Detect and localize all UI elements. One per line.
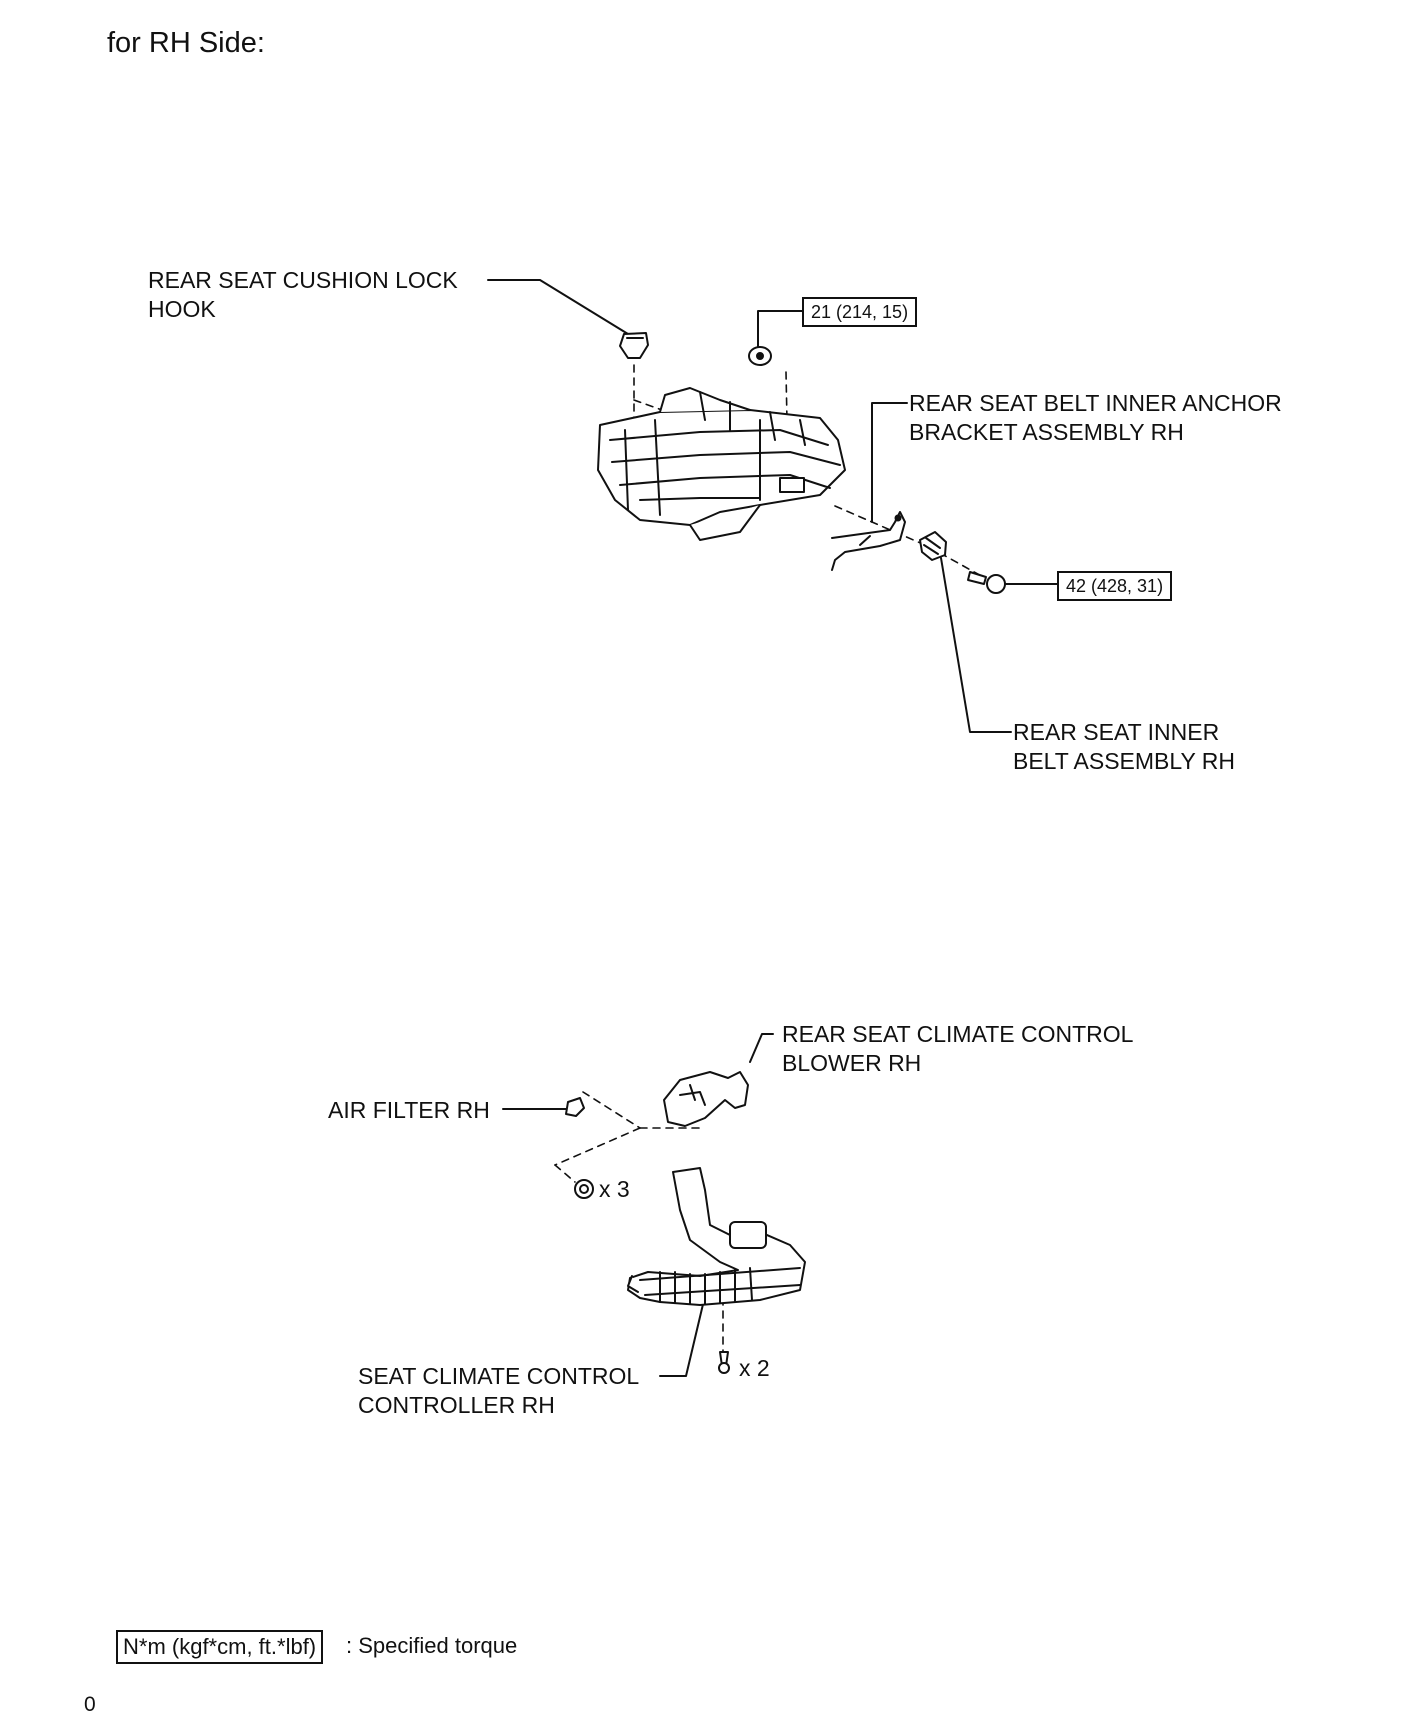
air-filter-part [565, 1097, 585, 1117]
leader-line-anchor-bracket [871, 402, 908, 523]
blower-part [663, 1071, 749, 1127]
legend-unit-box: N*m (kgf*cm, ft.*lbf) [116, 1630, 324, 1664]
leader-line-lock-hook [487, 279, 629, 335]
label-anchor-bracket: REAR SEAT BELT INNER ANCHOR BRACKET ASSE… [909, 390, 1282, 445]
quantity-screws: x 2 [739, 1355, 770, 1381]
label-inner-belt: REAR SEAT INNER BELT ASSEMBLY RH [1013, 719, 1236, 774]
label-blower: REAR SEAT CLIMATE CONTROL BLOWER RH [782, 1021, 1134, 1076]
bolt-part [967, 571, 1006, 594]
nut-part-bottom [574, 1179, 594, 1199]
anchor-bracket-part [831, 511, 906, 571]
label-lock-hook: REAR SEAT CUSHION LOCK HOOK [148, 267, 458, 322]
page-title: for RH Side: [107, 27, 265, 59]
screw-part [718, 1351, 730, 1374]
quantity-nuts: x 3 [599, 1176, 630, 1202]
legend-text: : Specified torque [346, 1633, 518, 1658]
controller-duct-part [627, 1167, 806, 1306]
page-number: 0 [84, 1693, 96, 1716]
label-air-filter: AIR FILTER RH [328, 1097, 490, 1123]
lock-hook-part [619, 332, 649, 359]
inner-belt-part [919, 531, 947, 561]
leader-line-blower [749, 1033, 774, 1063]
torque-box-nut: 21 (214, 15) [802, 297, 918, 327]
label-controller: SEAT CLIMATE CONTROL CONTROLLER RH [358, 1363, 640, 1418]
leader-line-controller [659, 1299, 705, 1377]
leader-line-inner-belt [940, 557, 1012, 733]
seat-frame-part [597, 387, 846, 541]
torque-box-bolt: 42 (428, 31) [1057, 571, 1173, 601]
nut-part [748, 346, 772, 366]
leader-line-nut-torque [757, 310, 803, 351]
